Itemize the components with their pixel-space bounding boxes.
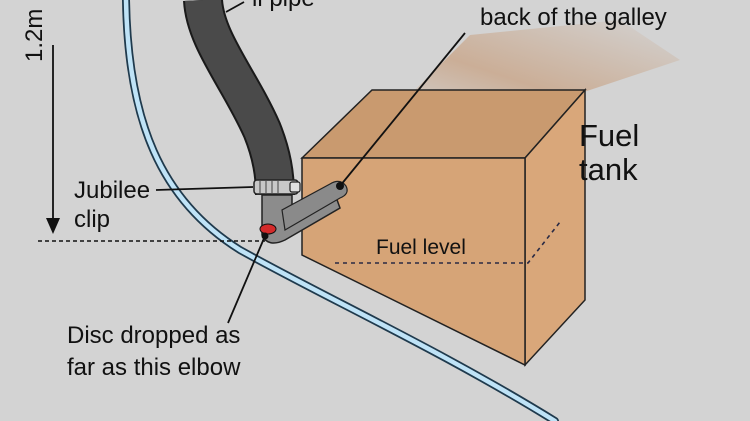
height-dimension <box>38 45 265 242</box>
galley-leader-dot <box>336 182 344 190</box>
fuel-level-label: Fuel level <box>376 236 466 259</box>
height-label: 1.2m <box>21 9 48 62</box>
elbow-pipe <box>259 180 348 244</box>
disc-label-line2: far as this elbow <box>67 354 241 381</box>
jubilee-clip-screw <box>289 181 301 193</box>
fuel-tank-label-line1: Fuel <box>579 118 639 153</box>
jubilee-label-line1: Jubilee <box>74 177 150 204</box>
fuel-level-line <box>335 221 561 264</box>
galley-leader-line <box>339 32 466 187</box>
hull-line <box>123 0 558 421</box>
disc-leader-dot <box>261 232 269 240</box>
fuel-tank-label-line2: tank <box>579 152 638 187</box>
fuel-fill-pipe <box>185 0 293 196</box>
pipe-label-partial: ll pipe <box>252 0 315 12</box>
jubilee-label-line2: clip <box>74 206 110 233</box>
galley-label: back of the galley <box>480 4 667 31</box>
disc-label-line1: Disc dropped as <box>67 322 240 349</box>
jubilee-clip <box>253 179 301 195</box>
jubilee-leader-line <box>155 186 254 191</box>
elbow-branch <box>281 180 348 231</box>
disc <box>259 223 277 235</box>
disc-leader-line <box>227 235 266 324</box>
pipe-leader-line <box>225 1 245 13</box>
height-arrow-head <box>46 218 60 234</box>
fuel-tank <box>300 88 587 367</box>
